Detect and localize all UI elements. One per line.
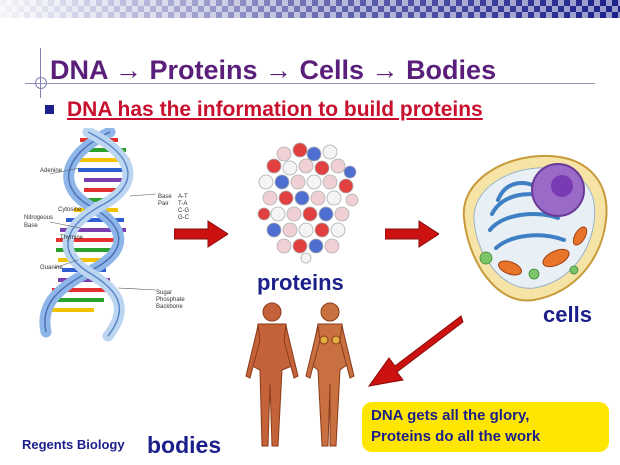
dna-label-lines [49, 167, 157, 291]
label-base-pair-1: Base [158, 194, 172, 200]
label-cells: cells [543, 302, 592, 327]
footer-text: Regents Biology [22, 437, 125, 452]
label-pair-ta: T-A [178, 201, 187, 207]
arrow-dna-to-proteins [174, 220, 228, 248]
title-ornament-vertical [40, 48, 41, 98]
label-pair-at: A-T [178, 194, 188, 200]
top-banner [0, 0, 620, 18]
label-thymine: Thymine [60, 235, 84, 241]
bullet-square-icon [45, 105, 54, 114]
banner-fade [0, 0, 620, 18]
title-underline [25, 83, 595, 84]
label-sugar: Sugar [156, 290, 172, 296]
protein-molecule-illustration [257, 142, 359, 264]
dna-backbone-right-edge [67, 131, 129, 337]
label-pair-cg: C-G [178, 208, 189, 214]
label-nitrogeous: Nitrogeous [24, 215, 53, 221]
label-adenine: Adenine [40, 168, 63, 174]
label-bodies: bodies [147, 432, 222, 458]
callout-box: DNA gets all the glory, Proteins do all … [362, 402, 609, 452]
cell-illustration [462, 154, 608, 302]
arrow-cells-to-bodies [367, 315, 464, 387]
slide-title: DNA → Proteins → Cells → Bodies [50, 55, 497, 85]
label-proteins: proteins [257, 270, 344, 295]
callout-line-1: DNA gets all the glory, [371, 407, 530, 424]
cell-nucleolus [551, 175, 573, 197]
dna-helix-illustration: Adenine Cytosine Nitrogeous Base Thymine… [24, 128, 190, 342]
cell-vesicles [479, 251, 579, 280]
label-guanine: Guanine [40, 265, 63, 271]
label-base: Base [24, 223, 38, 229]
title-ornament-circle [35, 77, 47, 89]
label-base-pair-2: Pair [158, 201, 169, 207]
bullet-text: DNA has the information to build protein… [67, 98, 483, 121]
label-cytosine: Cytosine [58, 207, 82, 213]
protein-atoms [257, 142, 359, 264]
label-backbone: Backbone [156, 304, 183, 310]
label-pair-gc: G-C [178, 215, 190, 221]
female-figure [305, 302, 355, 447]
dna-backbone-left-edge [44, 131, 120, 333]
callout-line-2: Proteins do all the work [371, 428, 541, 445]
male-figure [245, 302, 299, 447]
human-bodies-illustration [245, 302, 355, 447]
cell-mitochondria [498, 226, 588, 276]
label-phosphate: Phosphate [156, 297, 185, 303]
arrow-proteins-to-cells [385, 220, 439, 248]
